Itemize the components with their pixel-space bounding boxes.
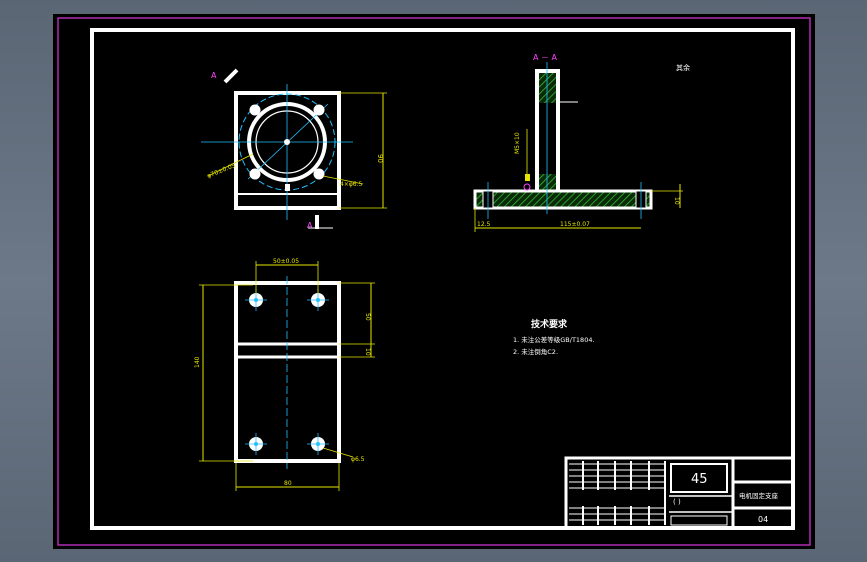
title-block-grid: [569, 461, 666, 525]
section-title: A － A: [533, 53, 558, 62]
cut-marker-bottom: [315, 215, 319, 229]
front-mount-hole-3: [249, 168, 261, 180]
tech-item-2: 2. 未注倒角C2.: [513, 347, 558, 356]
drawing-sheet: 90 φ70±0.05 4×φ6.5 A A A － A 其余 115±0.07: [53, 14, 815, 549]
cut-arrow-top: [223, 68, 239, 84]
section-vertical-hatch-2: [539, 174, 556, 192]
bottom-dim-gap-top: 50: [364, 313, 371, 321]
title-block: 45 ( ) 电机固定支座 04: [564, 456, 795, 530]
front-mount-hole-1: [249, 104, 261, 116]
front-dim-holes-leader: [322, 175, 364, 185]
bottom-dim-80: 80: [284, 480, 292, 487]
section-vertical-hatch: [539, 73, 556, 103]
front-view: 90 φ70±0.05 4×φ6.5 A A: [201, 68, 387, 230]
drawing-frame: [90, 28, 795, 530]
material-cell: [670, 463, 728, 493]
section-datum-mark: [523, 183, 531, 191]
material-text: 45: [691, 472, 708, 487]
bracket-text: ( ): [673, 498, 681, 506]
front-plate-outline: [234, 91, 341, 210]
bottom-hole-2: [307, 289, 329, 311]
section-dim-10: 10: [673, 197, 680, 205]
front-dim-90: 90: [376, 154, 384, 163]
bottom-hole-4: [307, 433, 329, 455]
section-dim-12: 12.5: [477, 221, 491, 228]
cut-label-top: A: [211, 71, 217, 80]
section-view: A － A 其余 115±0.07 12.5 10 M5×10: [473, 53, 690, 232]
bottom-dim-gap-mid: 10: [364, 348, 371, 356]
bottom-dim-hole: φ6.5: [351, 456, 365, 463]
front-mount-hole-2: [313, 104, 325, 116]
bottom-dim-140: 140: [194, 356, 201, 368]
drawing-number: 04: [758, 515, 768, 524]
section-thread-mark: [525, 174, 530, 181]
bottom-dim-span: 50±0.05: [273, 258, 299, 265]
cad-drawing: 90 φ70±0.05 4×φ6.5 A A A － A 其余 115±0.07: [57, 17, 811, 546]
section-dim-115: 115±0.07: [560, 221, 590, 228]
part-name: 电机固定支座: [739, 491, 779, 500]
scale-cell: [670, 515, 728, 526]
cut-label-bottom: A: [307, 221, 313, 230]
sheet-border: [57, 17, 811, 546]
title-block-frame: [564, 456, 795, 530]
bottom-plate-outline: [234, 281, 341, 463]
front-center-mark: [284, 139, 290, 145]
bottom-view: 50±0.05 140 50 10 φ6.5 80: [194, 258, 375, 491]
front-slot-mark: [285, 184, 290, 191]
section-base: [473, 189, 653, 210]
tech-item-1: 1. 未注公差等级GB/T1804.: [513, 335, 595, 344]
front-dim-holes: 4×φ6.5: [340, 181, 363, 188]
front-mount-hole-4: [313, 168, 325, 180]
top-view-label: 其余: [676, 63, 690, 72]
front-dim-phi70-leader: [207, 153, 254, 177]
bottom-dim-hole-leader: [322, 447, 354, 458]
bottom-hole-3: [245, 433, 267, 455]
front-dim-phi70: φ70±0.05: [206, 162, 237, 180]
tech-requirements: 技术要求 1. 未注公差等级GB/T1804. 2. 未注倒角C2.: [513, 318, 595, 356]
tech-title: 技术要求: [531, 318, 568, 330]
section-dim-thread: M5×10: [514, 132, 521, 154]
